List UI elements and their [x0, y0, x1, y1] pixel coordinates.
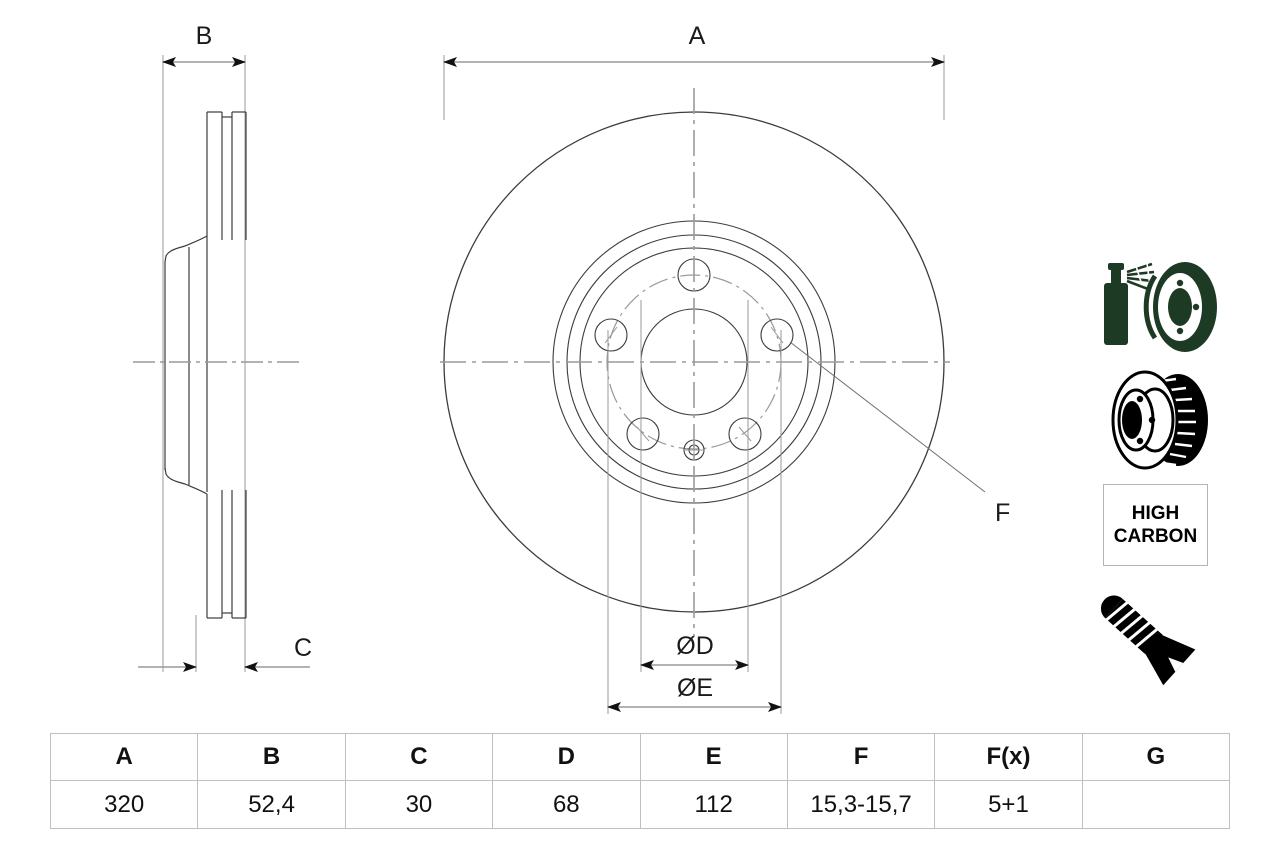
dimension-f: F [789, 341, 1010, 527]
high-carbon-line-2: CARBON [1113, 526, 1198, 547]
vented-disc-bolt-1 [1136, 395, 1144, 403]
vented-disc-bolt-3 [1148, 416, 1156, 424]
dimension-f-label: F [995, 499, 1010, 527]
hat-transition-bottom-curve [164, 467, 179, 483]
dimension-a: A [443, 22, 945, 120]
vented-disc-vanes [1161, 377, 1196, 467]
vented-brake-disc-icon [1111, 370, 1208, 470]
coating-disc-bolt-3 [1176, 327, 1184, 335]
spec-header-d: D [492, 733, 641, 781]
spec-header-fx: F(x) [934, 733, 1083, 781]
spec-value-a: 320 [49, 780, 199, 829]
spray-gap-1 [1135, 265, 1143, 286]
spec-table-value-row: 320 52,4 30 68 112 15,3-15,7 5+1 [49, 780, 1231, 829]
dimension-e-label: ØE [677, 674, 713, 702]
hat-transition-bottom-outer [177, 481, 208, 495]
bolt-hole-3 [728, 417, 762, 451]
spec-header-b: B [197, 733, 346, 781]
spec-value-g [1081, 780, 1231, 829]
coating-disc-bolt-1 [1176, 279, 1184, 287]
spray-can-neck [1111, 268, 1121, 283]
spec-value-e: 112 [639, 780, 788, 829]
dimension-c: C [138, 634, 312, 672]
side-view-profile [133, 55, 300, 672]
spray-can-cap [1108, 263, 1124, 270]
vented-disc-bore [1122, 401, 1142, 439]
bolt-hole-2 [760, 318, 794, 352]
coating-disc-bolt-2 [1192, 303, 1200, 311]
dimension-b-label: B [196, 22, 213, 50]
spec-value-d: 68 [492, 780, 641, 829]
spec-header-f: F [786, 733, 936, 781]
coating-disc-hub [1168, 288, 1192, 326]
dimension-a-label: A [689, 22, 706, 50]
spec-value-fx: 5+1 [934, 780, 1083, 829]
spec-value-f: 15,3-15,7 [786, 780, 936, 829]
hat-transition-top-curve [164, 247, 179, 263]
bolt-hole-5-chamfer [604, 326, 618, 344]
spec-table-header-row: A B C D E F F(x) G [49, 733, 1231, 781]
spec-header-a: A [49, 733, 199, 781]
screw-shank [1105, 598, 1163, 655]
bolt-hole-4-chamfer [636, 426, 650, 442]
coating-disc-left-rim [1143, 274, 1158, 340]
spec-header-g: G [1081, 733, 1231, 781]
coating-spray-disc-icon [1104, 262, 1217, 352]
dimension-d-label: ØD [676, 632, 714, 660]
hat-transition-top-outer [177, 235, 208, 249]
spray-line-4 [1126, 279, 1149, 291]
spec-value-c: 30 [344, 780, 494, 829]
vented-disc-bolt-2 [1136, 437, 1144, 445]
spec-table: A B C D E F F(x) G 320 52,4 30 68 112 15… [49, 733, 1231, 829]
bolt-hole-3-chamfer [738, 426, 752, 442]
bolt-hole-5 [594, 318, 628, 352]
dimension-c-label: C [294, 634, 312, 662]
screw-threads [1105, 600, 1159, 649]
countersunk-screw-icon [1100, 595, 1196, 686]
spec-header-e: E [639, 733, 788, 781]
spray-line-2 [1126, 270, 1155, 277]
spec-value-b: 52,4 [197, 780, 346, 829]
high-carbon-line-1: HIGH [1131, 503, 1180, 524]
front-view-disc [440, 88, 950, 636]
screw-tip [1100, 595, 1123, 619]
screw-slot [1168, 657, 1184, 672]
dimension-b: B [162, 22, 246, 67]
dimension-f-leader [789, 341, 986, 493]
dimension-d-e: ØD ØE [607, 300, 782, 714]
bolt-hole-4 [626, 417, 660, 451]
spray-can-body [1104, 283, 1128, 345]
spec-header-c: C [344, 733, 494, 781]
high-carbon-badge: HIGH CARBON [1103, 484, 1208, 566]
